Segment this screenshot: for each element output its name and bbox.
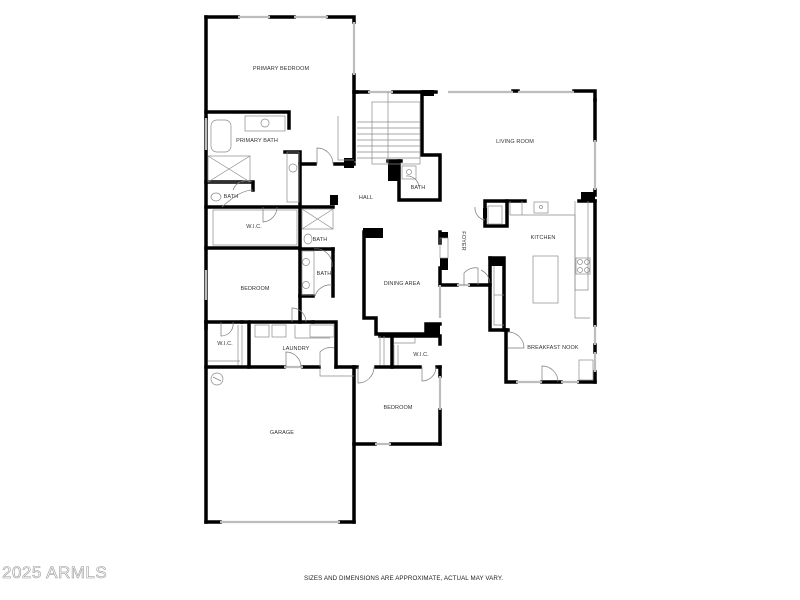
room-label-bedroom-2: BEDROOM (383, 405, 413, 411)
room-label-kitchen: KITCHEN (530, 235, 556, 241)
room-label-wic-1: W.I.C. (246, 224, 262, 230)
room-label-foyer: FOYER (460, 231, 466, 251)
room-label-living-room: LIVING ROOM (496, 139, 534, 145)
room-label-bath-3: BATH (316, 271, 332, 277)
windows (204, 15, 597, 524)
room-label-primary-bath: PRIMARY BATH (236, 138, 278, 144)
disclaimer-text: SIZES AND DIMENSIONS ARE APPROXIMATE, AC… (304, 575, 504, 582)
room-label-garage: GARAGE (269, 430, 295, 436)
room-label-bedroom-1: BEDROOM (240, 286, 270, 292)
room-label-primary-bedroom: PRIMARY BEDROOM (252, 66, 310, 72)
room-label-wic-2: W.I.C. (217, 341, 233, 347)
room-label-breakfast-nook: BREAKFAST NOOK (527, 345, 579, 351)
room-label-hall: HALL (358, 195, 374, 201)
wall-blocks (330, 90, 595, 336)
fixtures (207, 92, 594, 386)
room-label-dining-area: DINING AREA (383, 281, 421, 287)
room-label-half-bath: BATH (410, 185, 426, 191)
doors (220, 147, 559, 384)
room-label-bath-1: BATH (223, 194, 239, 200)
room-label-bath-2: BATH (312, 237, 328, 243)
room-label-laundry: LAUNDRY (282, 346, 310, 352)
room-label-wic-3: W.I.C. (413, 352, 429, 358)
watermark: 2025 ARMLS (2, 563, 108, 583)
